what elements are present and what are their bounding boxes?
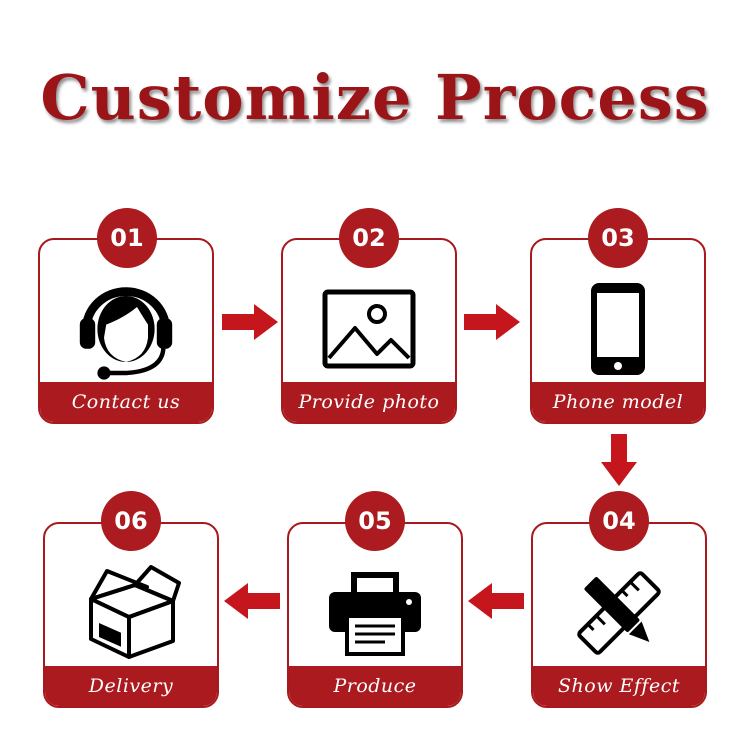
label-band [40,382,212,422]
label-band [533,666,705,706]
label-band [532,382,704,422]
step-number-badge: 04 [589,491,649,551]
step-label: Contact us [71,391,181,413]
step-card-produce: Produce [287,522,463,708]
step-card-contact-us: Contact us [38,238,214,424]
step-label: Show Effect [558,675,680,697]
label-band [283,382,455,422]
arrow-right-icon [222,304,278,340]
step-label: Phone model [552,391,684,413]
step-card-provide-photo: Provide photo [281,238,457,424]
image-photo-icon [283,274,455,384]
step-label: Delivery [88,675,174,697]
arrow-left-icon [468,583,524,619]
label-band [289,666,461,706]
arrow-right-icon [464,304,520,340]
label-band [45,666,217,706]
arrow-left-icon [224,583,280,619]
step-card-show-effect: Show Effect [531,522,707,708]
step-card-delivery: Delivery [43,522,219,708]
printer-icon [289,558,461,668]
page-title: Customize Process [40,61,710,134]
step-number-badge: 01 [97,208,157,268]
step-number-badge: 02 [339,208,399,268]
arrow-down-icon [601,434,637,486]
package-box-icon [45,558,217,668]
step-number-badge: 05 [345,491,405,551]
step-card-phone-model: Phone model [530,238,706,424]
step-label: Produce [333,675,417,697]
step-label: Provide photo [298,391,440,413]
step-number-badge: 03 [588,208,648,268]
step-number-badge: 06 [101,491,161,551]
headset-support-icon [40,274,212,384]
smartphone-icon [532,274,704,384]
pencil-ruler-icon [533,558,705,668]
